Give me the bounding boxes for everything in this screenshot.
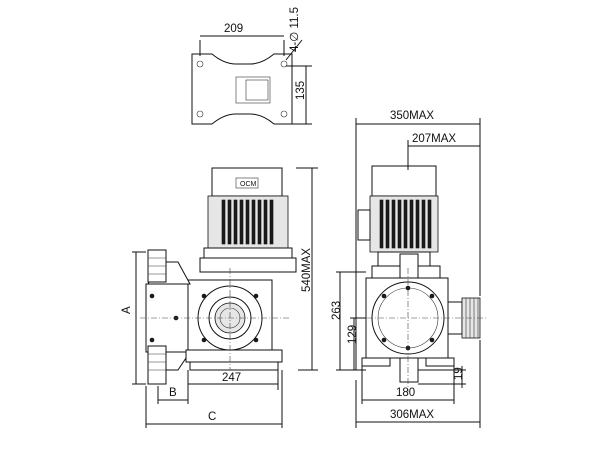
check-valve-lower [147,345,167,385]
side-valve-upper [399,253,419,279]
motor-fins-front [221,199,274,245]
dim-180: 180 [396,387,415,399]
motor-plate-label: OCM [240,181,257,188]
check-valve-upper [147,249,167,283]
front-view: OCM [140,167,297,385]
dim-motor-offset-max: 207MAX [412,133,456,145]
dim-263: 263 [331,301,343,320]
dim-b: B [169,387,177,399]
dim-a: A [121,306,133,314]
dim-base-width: 209 [224,23,243,35]
dim-19: 19 [453,367,465,380]
dim-base-depth: 135 [295,81,307,100]
motor-fins-side [379,199,432,249]
side-dimensions: 350MAX 207MAX 263 129 180 19 306MAX [331,110,481,428]
side-view [356,165,488,392]
dim-c: C [208,411,216,423]
dim-height-max: 540MAX [301,248,313,292]
dim-side-width-max: 350MAX [390,110,434,122]
side-valve-lower [399,357,419,383]
dim-hole-spec: 4-∅ 11.5 [289,7,301,52]
dim-306max: 306MAX [390,409,434,421]
front-dimensions: 540MAX A 247 B C [121,167,318,428]
top-view-base-plate: 209 135 4-∅ 11.5 [191,7,312,125]
dim-247: 247 [222,372,241,384]
dim-129: 129 [347,325,359,344]
